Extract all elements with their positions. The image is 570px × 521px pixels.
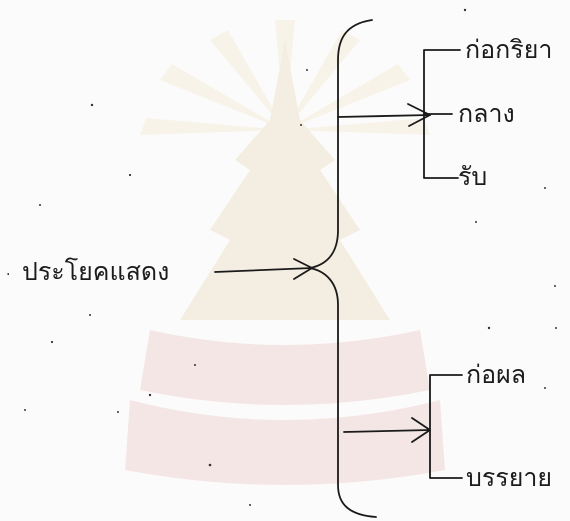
root-arrow-head [293, 258, 313, 280]
lower-bracket [429, 374, 463, 479]
upper-arrow-head [407, 103, 431, 127]
upper-arrow-line [337, 114, 431, 118]
root-arrow-line [214, 267, 313, 273]
root-label: · ประโยคแสดง [6, 256, 169, 286]
university-emblem-watermark [125, 20, 445, 485]
lower-item-1-label: ก่อผล [466, 360, 526, 389]
scan-specks [24, 8, 557, 506]
upper-item-2-label: กลาง [458, 99, 515, 128]
upper-item-3-label: รับ [458, 162, 487, 191]
lower-arrow-line [343, 429, 431, 433]
lower-item-2-label: บรรยาย [466, 463, 552, 492]
upper-item-1-label: ก่อกริยา [465, 35, 552, 64]
